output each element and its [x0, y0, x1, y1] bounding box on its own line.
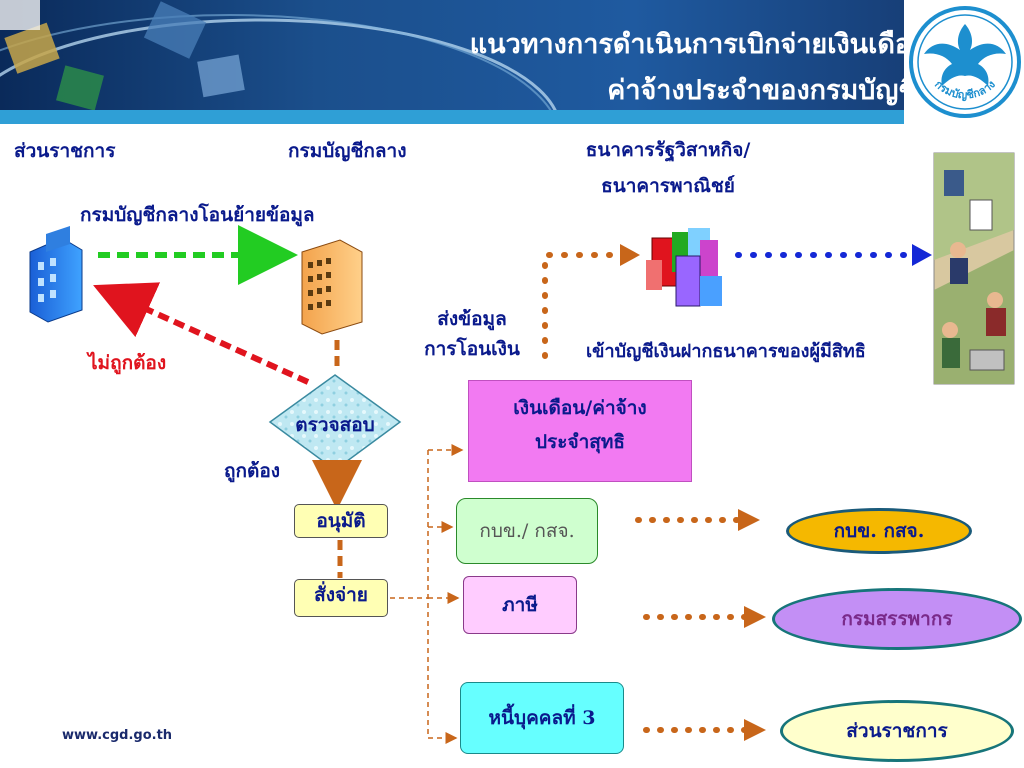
- bank-label-line-1: ธนาคารรัฐวิสาหกิจ/: [585, 139, 751, 161]
- revenue-dest-arrowhead: [744, 606, 766, 628]
- bank-label-line-2: ธนาคารพาณิชย์: [601, 175, 735, 197]
- incorrect-label: ไม่ถูกต้อง: [88, 352, 167, 374]
- send-data-label-line-1: ส่งข้อมูล: [437, 308, 507, 330]
- incorrect-arrow: [93, 282, 310, 385]
- gpf-destination-oval: กบข. กสจ.: [786, 508, 972, 554]
- check-label: ตรวจสอบ: [295, 414, 375, 436]
- banner-strip: [0, 110, 904, 124]
- net-salary-box: เงินเดือน/ค่าจ้าง ประจำสุทธิ: [468, 380, 692, 482]
- send-data-arrowhead: [620, 244, 640, 266]
- bank-label: ธนาคารรัฐวิสาหกิจ/ ธนาคารพาณิชย์: [562, 132, 774, 204]
- footer-url: www.cgd.go.th: [62, 728, 173, 743]
- net-salary-line-2: ประจำสุทธิ: [535, 431, 625, 453]
- approve-box: อนุมัติ: [294, 504, 388, 538]
- deposit-arrowhead: [912, 244, 932, 266]
- cgd-logo: กรมบัญชีกลาง: [906, 2, 1024, 122]
- revenue-department-oval: กรมสรรพากร: [772, 588, 1022, 650]
- cgd-label: กรมบัญชีกลาง: [288, 140, 407, 162]
- gpf-dest-arrowhead: [738, 509, 760, 531]
- agency-destination-oval: ส่วนราชการ: [780, 700, 1014, 762]
- send-data-label-line-2: การโอนเงิน: [424, 338, 520, 360]
- title-line-1: แนวทางการดำเนินการเบิกจ่ายเงินเดือนและ: [469, 29, 978, 60]
- correct-label: ถูกต้อง: [224, 460, 281, 482]
- gpf-box: กบข./ กสจ.: [456, 498, 598, 564]
- distribution-connectors: [390, 444, 464, 744]
- third-party-debt-box: หนี้บุคคลที่ 3: [460, 682, 624, 754]
- send-data-path: [542, 252, 639, 359]
- order-pay-box: สั่งจ่าย: [294, 579, 388, 617]
- deposit-label: เข้าบัญชีเงินฝากธนาคารของผู้มีสิทธิ: [586, 341, 866, 362]
- tax-box: ภาษี: [463, 576, 577, 634]
- cgd-building-icon: [301, 239, 363, 335]
- net-salary-line-1: เงินเดือน/ค่าจ้าง: [513, 397, 647, 419]
- agency-building-icon: [29, 226, 83, 323]
- banner-decoration: [0, 0, 561, 122]
- agency-dest-arrowhead: [744, 719, 766, 741]
- transfer-data-label: กรมบัญชีกลางโอนย้ายข้อมูล: [80, 204, 315, 226]
- agency-label: ส่วนราชการ: [14, 140, 116, 162]
- bank-buildings-icon: [646, 228, 722, 307]
- header-banner: [0, 0, 904, 122]
- office-workers-image: [933, 152, 1015, 385]
- send-data-label: ส่งข้อมูล การโอนเงิน: [412, 304, 532, 364]
